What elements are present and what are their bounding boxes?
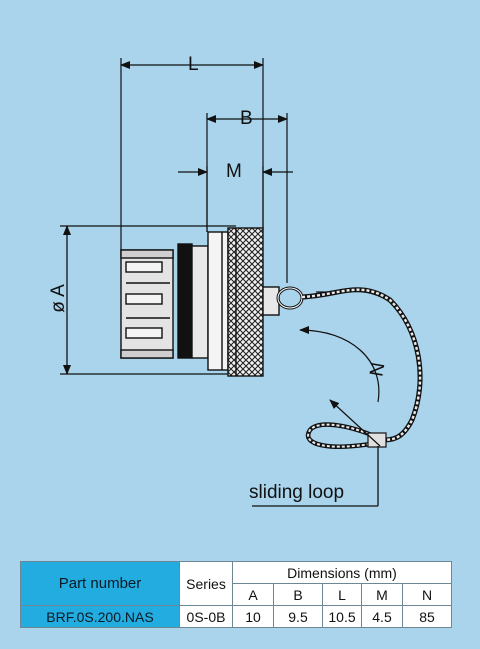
table-header-row-1: Part number Series Dimensions (mm)	[20, 561, 452, 606]
series-header: Series	[179, 561, 233, 606]
technical-drawing	[60, 58, 423, 507]
column-header-b: B	[273, 583, 323, 606]
series-cell: 0S-0B	[179, 605, 233, 628]
dimension-lines	[63, 61, 293, 375]
table-header-row-2: A B L M N	[21, 583, 452, 606]
extension-lines	[60, 58, 288, 375]
column-header-l: L	[322, 583, 362, 606]
dimension-label-l: L	[188, 54, 199, 75]
n-dimension	[299, 326, 381, 447]
dimensions-header: Dimensions (mm)	[232, 561, 452, 584]
column-header-n: N	[402, 583, 452, 606]
connector-cap	[120, 227, 304, 377]
value-cell-b: 9.5	[273, 605, 323, 628]
part-number-header: Part number	[20, 561, 180, 606]
value-cell-n: 85	[402, 605, 452, 628]
rope-lanyard	[301, 287, 423, 449]
callout-leader	[252, 446, 379, 507]
value-cell-a: 10	[232, 605, 274, 628]
sliding-loop-callout: sliding loop	[249, 482, 345, 503]
column-header-a: A	[232, 583, 274, 606]
value-cell-l: 10.5	[322, 605, 362, 628]
dimension-label-a: ø A	[47, 284, 69, 313]
column-header-m: M	[361, 583, 403, 606]
dimension-label-m: M	[226, 161, 242, 182]
dimensions-table: Part number Series Dimensions (mm) A B L…	[20, 561, 452, 628]
dimension-label-b: B	[240, 108, 253, 129]
part-number-cell: BRF.0S.200.NAS	[20, 605, 180, 628]
value-cell-m: 4.5	[361, 605, 403, 628]
table-row: BRF.0S.200.NAS 0S-0B 10 9.5 10.5 4.5 85	[20, 605, 452, 628]
